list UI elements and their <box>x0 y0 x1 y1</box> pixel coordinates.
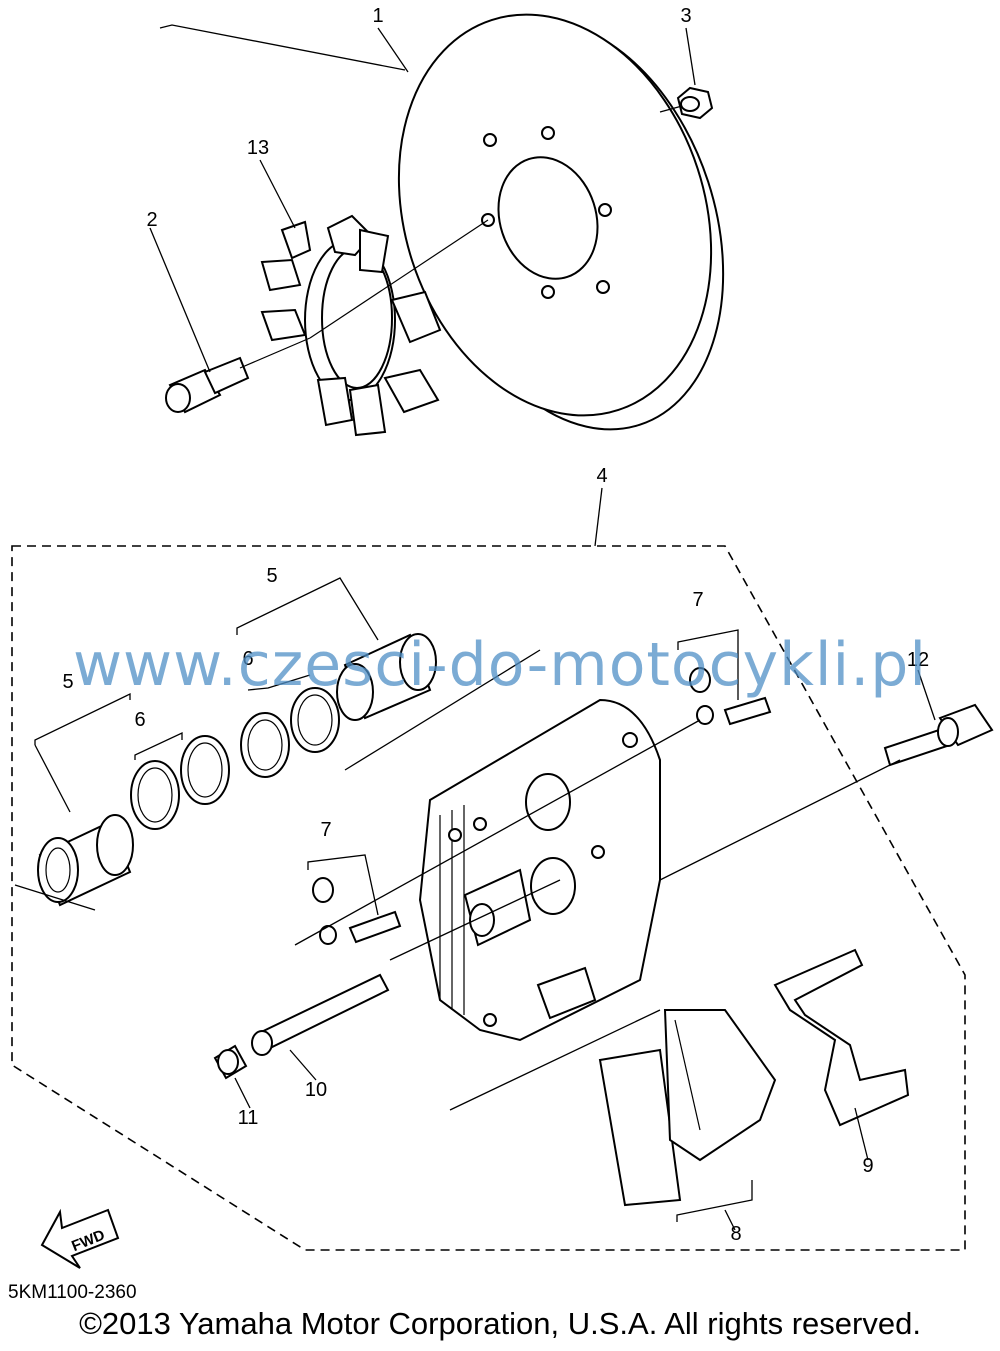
bleed-screw-upper <box>689 667 772 726</box>
disc-cover <box>260 214 442 437</box>
forward-arrow-icon: FWD <box>40 1208 120 1269</box>
callout-4: 4 <box>596 465 607 487</box>
callout-3: 3 <box>680 5 691 27</box>
piston-lower <box>37 814 134 907</box>
callout-6-upper: 6 <box>242 648 253 670</box>
watermark: www.czesci-do-motocykli.pl <box>72 630 928 700</box>
seals-upper <box>240 687 340 778</box>
bleed-screw-lower <box>312 877 402 945</box>
caliper-body <box>418 698 661 1042</box>
piston-upper <box>336 633 437 721</box>
callout-7-upper: 7 <box>692 589 703 611</box>
callout-2: 2 <box>146 209 157 231</box>
callout-10: 10 <box>305 1079 327 1101</box>
disc-bolt <box>165 219 489 414</box>
pad-pin <box>251 973 390 1056</box>
nut <box>676 86 714 120</box>
callout-7-lower: 7 <box>320 819 331 841</box>
callout-5-upper: 5 <box>266 565 277 587</box>
callout-13: 13 <box>247 137 269 159</box>
callout-6-lower: 6 <box>134 709 145 731</box>
drawing-code: 5KM1100-2360 <box>8 1282 137 1303</box>
callout-8: 8 <box>730 1223 741 1245</box>
brake-pads <box>598 1009 777 1207</box>
pin-plug <box>213 1044 248 1080</box>
callout-9: 9 <box>862 1155 873 1177</box>
pad-spring <box>773 948 910 1127</box>
copyright-notice: ©2013 Yamaha Motor Corporation, U.S.A. A… <box>79 1306 921 1341</box>
caliper-bolt <box>883 703 994 767</box>
callout-11: 11 <box>238 1107 259 1129</box>
callout-1: 1 <box>372 5 383 27</box>
callout-5-lower: 5 <box>62 671 73 693</box>
leader-lines <box>14 24 936 1231</box>
callout-12: 12 <box>907 649 929 671</box>
brake-disc <box>397 13 725 431</box>
seals-lower <box>130 735 230 830</box>
caliper-assembly-boundary <box>11 545 966 1251</box>
